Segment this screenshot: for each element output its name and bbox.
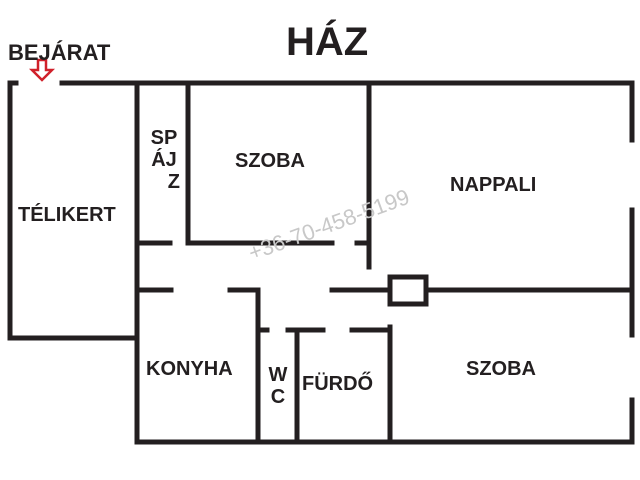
room-spajz: SP ÁJ Z (146, 127, 182, 193)
room-telikert: TÉLIKERT (18, 204, 116, 226)
room-wc: W C (264, 364, 292, 408)
entrance-label: BEJÁRAT (8, 40, 111, 65)
room-spajz-line: ÁJ (151, 149, 177, 171)
room-konyha: KONYHA (146, 358, 233, 380)
room-szoba-bottom: SZOBA (466, 358, 536, 380)
room-szoba-top: SZOBA (235, 150, 305, 172)
room-spajz-line: Z (167, 171, 180, 193)
room-wc-line: C (270, 386, 286, 408)
entrance-arrow-icon (28, 58, 56, 82)
page-title: HÁZ (286, 20, 369, 64)
room-nappali: NAPPALI (450, 174, 537, 196)
room-spajz-line: SP (150, 127, 178, 149)
room-wc-line: W (268, 364, 288, 386)
chimney (387, 274, 429, 307)
room-furdo: FÜRDŐ (302, 373, 374, 395)
